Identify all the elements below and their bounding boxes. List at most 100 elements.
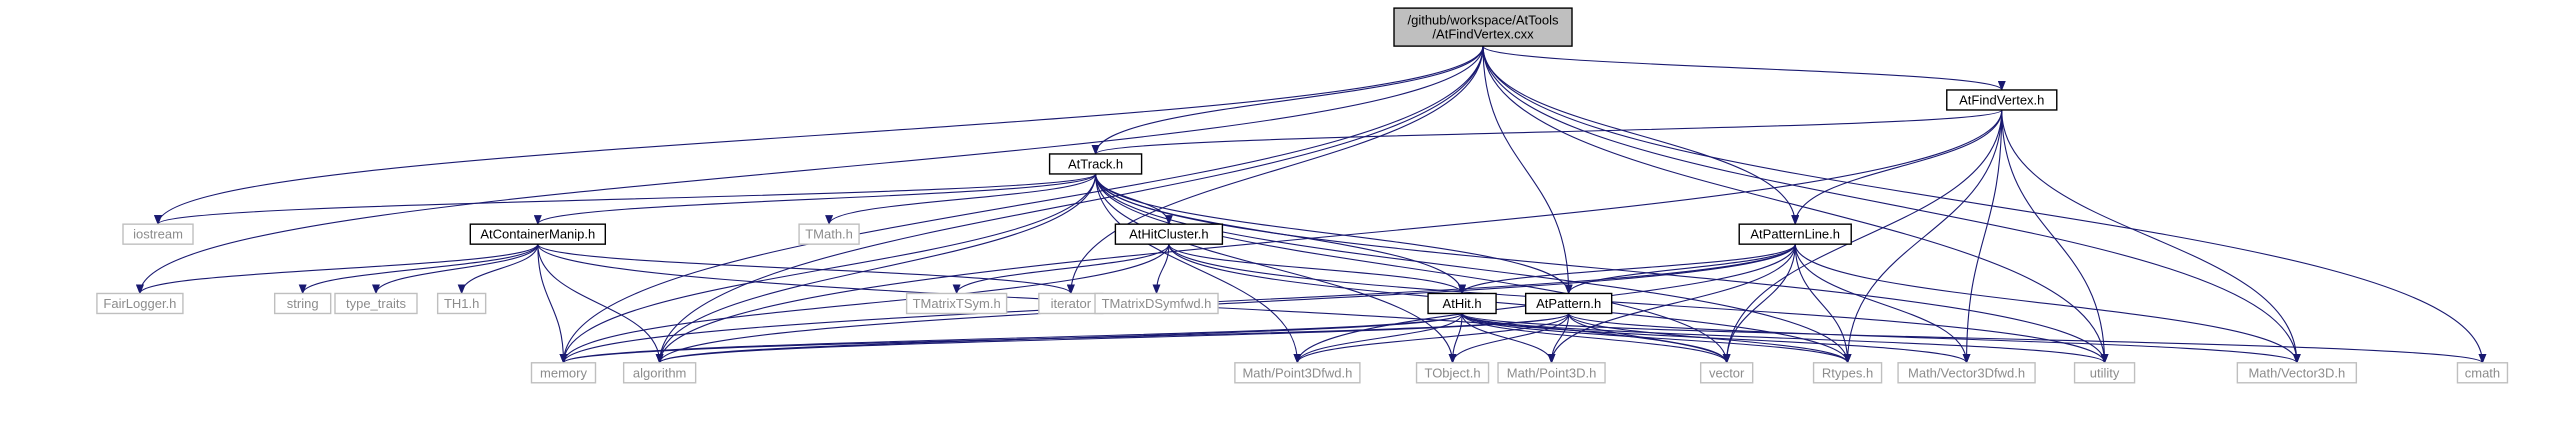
node-label-iterator: iterator xyxy=(1051,296,1092,311)
edge-atpattern-to-point3dfwd xyxy=(1293,313,1570,364)
node-atfindvertex[interactable]: AtFindVertex.h xyxy=(1946,89,2058,111)
node-point3d: Math/Point3D.h xyxy=(1497,362,1606,384)
node-athit[interactable]: AtHit.h xyxy=(1427,292,1497,315)
edge-atpatternline-to-rtypes xyxy=(1794,244,1852,364)
edge-root-to-iterator xyxy=(1066,46,1484,295)
edge-attrack-to-rtypes xyxy=(1095,173,1852,364)
node-box-th1 xyxy=(436,292,487,315)
edge-atfindvertex-to-algorithm xyxy=(655,109,2003,364)
edge-atpattern-to-algorithm xyxy=(655,312,1570,364)
edge-attrack-to-atpattern xyxy=(1095,173,1573,295)
node-box-atfindvertex xyxy=(1946,89,2058,111)
node-label-atpattern: AtPattern.h xyxy=(1536,296,1601,311)
edge-atfindvertex-to-attrack xyxy=(1091,109,2003,155)
edge-athitcluster-to-rtypes xyxy=(1168,244,1852,364)
node-point3dfwd: Math/Point3Dfwd.h xyxy=(1234,362,1361,384)
edge-atcontainermanip-to-string xyxy=(298,243,539,295)
node-box-tmath xyxy=(798,223,860,245)
node-th1: TH1.h xyxy=(436,292,487,315)
node-box-point3d xyxy=(1497,362,1606,384)
edge-root-to-utility xyxy=(1482,46,2109,364)
edge-atpatternline-to-vector3dfwd xyxy=(1794,244,1971,364)
edge-atcontainermanip-to-fairlogger xyxy=(136,243,539,295)
edge-atcontainermanip-to-algorithm xyxy=(537,244,664,364)
edge-attrack-to-iostream xyxy=(154,173,1097,226)
node-label-string: string xyxy=(287,296,319,311)
edge-root-to-atpatternline xyxy=(1482,46,1800,226)
node-root[interactable]: /github/workspace/AtTools/AtFindVertex.c… xyxy=(1393,7,1573,47)
edge-atpatternline-to-athit xyxy=(1458,243,1796,295)
edge-atpattern-to-vector3d xyxy=(1568,312,2301,364)
node-box-vector xyxy=(1699,362,1754,384)
node-utility: utility xyxy=(2073,362,2136,384)
node-atcontainermanip[interactable]: AtContainerManip.h xyxy=(469,223,607,245)
node-atpatternline[interactable]: AtPatternLine.h xyxy=(1738,223,1852,245)
node-vector3d: Math/Vector3D.h xyxy=(2236,362,2358,384)
node-iterator: iterator xyxy=(1038,292,1104,315)
node-label-root-0: /github/workspace/AtTools xyxy=(1407,13,1559,28)
edge-atpatternline-to-point3d xyxy=(1547,244,1796,364)
node-box-root xyxy=(1393,7,1573,47)
node-box-type_traits xyxy=(334,292,418,315)
edge-atcontainermanip-to-type_traits xyxy=(372,244,539,295)
edge-attrack-to-atcontainermanip xyxy=(534,173,1097,226)
node-box-tmatrixdsymfwd xyxy=(1094,292,1219,315)
edge-atpattern-to-vector xyxy=(1568,313,1731,364)
node-label-type_traits: type_traits xyxy=(346,296,406,311)
edge-athitcluster-to-tmatrixtsym xyxy=(952,243,1170,295)
node-label-tobject: TObject.h xyxy=(1424,365,1480,380)
node-label-point3d: Math/Point3D.h xyxy=(1507,365,1597,380)
node-string: string xyxy=(273,292,332,315)
node-atpattern[interactable]: AtPattern.h xyxy=(1524,292,1613,315)
edge-athitcluster-to-utility xyxy=(1168,244,2109,364)
edge-attrack-to-vector xyxy=(1095,173,1731,364)
node-algorithm: algorithm xyxy=(622,362,697,384)
node-box-cmath xyxy=(2456,362,2509,384)
node-label-memory: memory xyxy=(540,365,587,380)
edge-atpatternline-to-algorithm xyxy=(655,244,1796,364)
node-vector3dfwd: Math/Vector3Dfwd.h xyxy=(1897,362,2036,384)
edge-atfindvertex-to-atpatternline xyxy=(1791,109,2003,226)
edge-atcontainermanip-to-iterator xyxy=(537,243,1075,295)
edge-atcontainermanip-to-th1 xyxy=(457,244,539,295)
node-tmath: TMath.h xyxy=(798,223,860,245)
edge-atpattern-to-rtypes xyxy=(1568,313,1852,364)
edge-root-to-attrack xyxy=(1091,46,1484,155)
edge-root-to-algorithm xyxy=(655,46,1484,364)
node-box-athitcluster xyxy=(1114,223,1224,245)
node-attrack[interactable]: AtTrack.h xyxy=(1048,153,1143,175)
edge-root-to-iostream xyxy=(154,46,1484,226)
node-box-iostream xyxy=(122,223,194,245)
node-athitcluster[interactable]: AtHitCluster.h xyxy=(1114,223,1224,245)
edge-atpatternline-to-atpattern xyxy=(1564,243,1796,295)
node-label-algorithm: algorithm xyxy=(633,365,686,380)
node-label-tmatrixdsymfwd: TMatrixDSymfwd.h xyxy=(1102,296,1212,311)
edge-root-to-memory xyxy=(559,46,1484,364)
nodes-layer: /github/workspace/AtTools/AtFindVertex.c… xyxy=(96,7,2509,384)
node-box-rtypes xyxy=(1812,362,1883,384)
node-label-tmath: TMath.h xyxy=(805,227,853,242)
node-box-vector3d xyxy=(2236,362,2358,384)
node-tmatrixdsymfwd: TMatrixDSymfwd.h xyxy=(1094,292,1219,315)
node-label-th1: TH1.h xyxy=(444,296,479,311)
node-box-atpattern xyxy=(1524,292,1613,315)
node-cmath: cmath xyxy=(2456,362,2509,384)
node-label-rtypes: Rtypes.h xyxy=(1822,365,1873,380)
edge-atcontainermanip-to-memory xyxy=(537,244,568,364)
edge-athit-to-rtypes xyxy=(1461,313,1852,364)
edge-atpatternline-to-vector3d xyxy=(1794,244,2301,364)
node-box-algorithm xyxy=(622,362,697,384)
edge-atfindvertex-to-vector3dfwd xyxy=(1962,109,2003,364)
node-vector: vector xyxy=(1699,362,1754,384)
edges-layer xyxy=(136,45,2487,364)
edge-atpattern-to-tobject xyxy=(1448,313,1570,364)
edge-athitcluster-to-tmatrixdsymfwd xyxy=(1152,244,1170,295)
node-label-fairlogger: FairLogger.h xyxy=(103,296,176,311)
node-box-attrack xyxy=(1048,153,1143,175)
edge-attrack-to-utility xyxy=(1095,173,2109,364)
node-box-tmatrixtsym xyxy=(905,292,1008,315)
edge-athit-to-memory xyxy=(559,312,1463,364)
edge-root-to-vector3d xyxy=(1482,46,2301,364)
node-label-attrack: AtTrack.h xyxy=(1068,156,1123,171)
